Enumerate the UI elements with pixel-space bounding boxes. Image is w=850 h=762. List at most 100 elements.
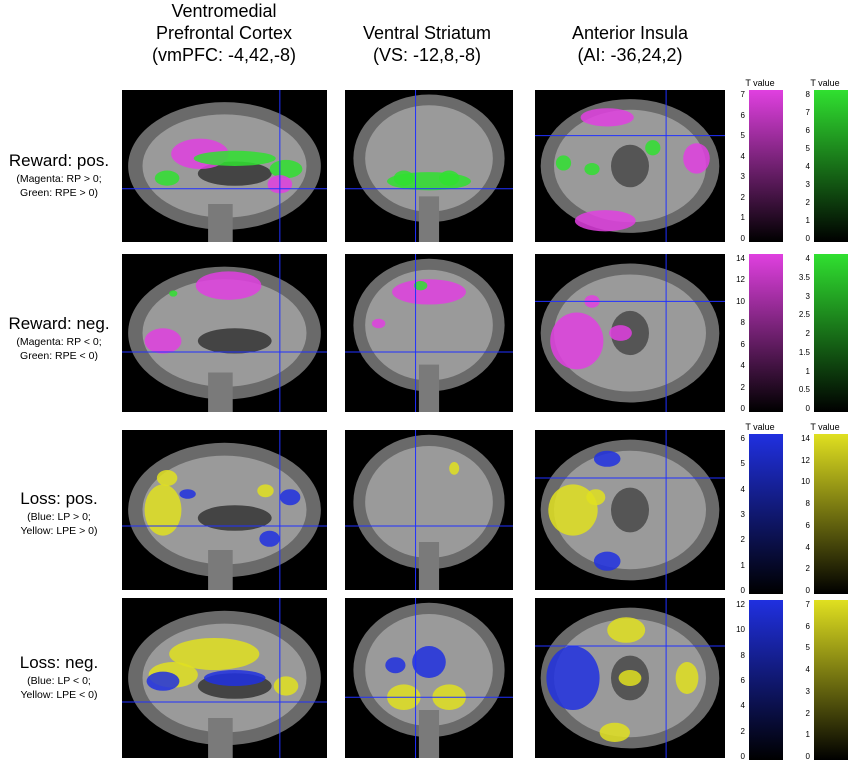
colorbar-tick-label: 2: [805, 564, 810, 574]
brainstem: [208, 204, 233, 242]
column-header-vs: Ventral Striatum (VS: -12,8,-8): [338, 22, 516, 66]
brain-slice-image: [122, 90, 327, 242]
brainstem: [418, 542, 440, 590]
colorbar-title: T value: [745, 422, 775, 432]
colorbar-tick-label: 0: [805, 404, 810, 413]
colorbar-tick-label: 1: [740, 213, 745, 223]
ventricle: [611, 487, 649, 533]
activation-blob: [257, 484, 274, 498]
row-label-main: Reward: pos.: [8, 151, 110, 170]
activation-blob: [279, 489, 301, 506]
activation-blob: [269, 159, 303, 179]
activation-blob: [195, 271, 262, 300]
colorbar-gradient: [749, 434, 783, 594]
brain-slice-image: [345, 598, 513, 758]
activation-blob: [179, 489, 196, 499]
colorbar-tick-label: 0: [805, 586, 810, 595]
column-header-ai: Anterior Insula (AI: -36,24,2): [530, 22, 730, 66]
colorbar-tick-label: 4: [740, 151, 745, 161]
colorbar-tick-label: 0: [740, 234, 745, 243]
activation-blob: [449, 462, 460, 475]
brain-slice-panel: [345, 254, 513, 412]
colorbar-tick-label: 3: [805, 180, 810, 189]
brain-slice-panel: [345, 430, 513, 590]
colorbar-tick-label: 0: [740, 752, 745, 761]
activation-blob: [439, 170, 460, 186]
colorbar-gradient: [749, 90, 783, 242]
colorbar-tick-label: 6: [740, 339, 745, 349]
colorbar-tick-label: 4: [740, 361, 745, 371]
colorbar-gradient: [814, 434, 848, 594]
brain-slice-panel: [122, 598, 327, 758]
column-header-line: Anterior Insula: [571, 23, 689, 43]
colorbar-tick-label: 2: [805, 708, 810, 718]
colorbar-tick-label: 4: [740, 701, 745, 711]
colorbar-tick-label: 6: [805, 520, 810, 530]
colorbar-tick-label: 1: [805, 730, 810, 740]
column-header-line: Prefrontal Cortex: [155, 23, 293, 43]
colorbar-gradient: [814, 254, 848, 412]
row-label-sub: Green: RPE < 0): [20, 350, 98, 362]
activation-blob: [154, 170, 180, 186]
activation-blob: [413, 280, 428, 291]
brainstem: [418, 364, 440, 412]
activation-blob: [144, 328, 182, 354]
colorbar-tick-label: 5: [740, 131, 745, 141]
activation-blob: [550, 312, 604, 370]
activation-blob: [609, 325, 632, 341]
colorbar-tick-label: 10: [736, 296, 745, 306]
brain-slice-panel: [122, 254, 327, 412]
colorbar-tick-label: 0: [805, 234, 810, 243]
brain-slice-image: [122, 598, 327, 758]
activation-blob: [593, 551, 621, 571]
colorbar-tick-label: 4: [805, 665, 810, 675]
brain-slice-panel: [535, 254, 725, 412]
activation-blob: [385, 657, 406, 674]
column-header-line: Ventral Striatum: [362, 23, 492, 43]
colorbar-tick-label: 2: [805, 329, 810, 338]
brainstem: [418, 196, 440, 242]
brain-slice-image: [345, 90, 513, 242]
colorbar-tick-label: 3: [740, 510, 745, 519]
column-header-line: Ventromedial: [171, 1, 277, 21]
colorbar-tick-label: 2: [740, 726, 745, 736]
activation-blob: [607, 617, 646, 643]
row-label-sub: (Blue: LP > 0;: [27, 511, 91, 523]
brain-slice-image: [535, 90, 725, 242]
activation-blob: [193, 150, 276, 166]
colorbar-tick-label: 4: [805, 162, 810, 171]
colorbar-tick-label: 6: [740, 434, 745, 443]
activation-blob: [645, 140, 661, 156]
activation-blob: [683, 143, 710, 174]
activation-blob: [273, 676, 299, 696]
colorbar-tick-label: 2: [805, 198, 810, 207]
colorbar-tick-label: 4: [805, 542, 810, 552]
brainstem: [208, 372, 233, 412]
colorbar-tick-label: 12: [801, 455, 810, 465]
colorbar-tick-label: 2: [740, 192, 745, 202]
colorbar-gradient: [749, 600, 783, 760]
brain-slice-panel: [345, 90, 513, 242]
colorbar-tick-label: 1: [740, 560, 745, 570]
colorbar-tick-label: 5: [805, 643, 810, 653]
colorbar-gradient: [749, 254, 783, 412]
brainstem: [418, 710, 440, 758]
colorbar-tick-label: 8: [805, 499, 810, 509]
brain-tissue: [365, 105, 493, 212]
colorbar-tick-label: 1: [805, 366, 810, 376]
colorbar-tick-label: 0: [740, 404, 745, 413]
activation-blob: [146, 671, 180, 691]
colorbar-tick-label: 14: [736, 254, 745, 263]
brain-slice-image: [345, 430, 513, 590]
ventricle: [197, 328, 272, 354]
colorbar-tick-label: 7: [740, 90, 745, 99]
brain-tissue: [365, 446, 493, 558]
brain-slice-panel: [535, 90, 725, 242]
colorbar-tick-label: 10: [801, 477, 810, 487]
row-label-sub: (Blue: LP < 0;: [27, 675, 91, 687]
row-label-main: Reward: neg.: [8, 314, 110, 333]
